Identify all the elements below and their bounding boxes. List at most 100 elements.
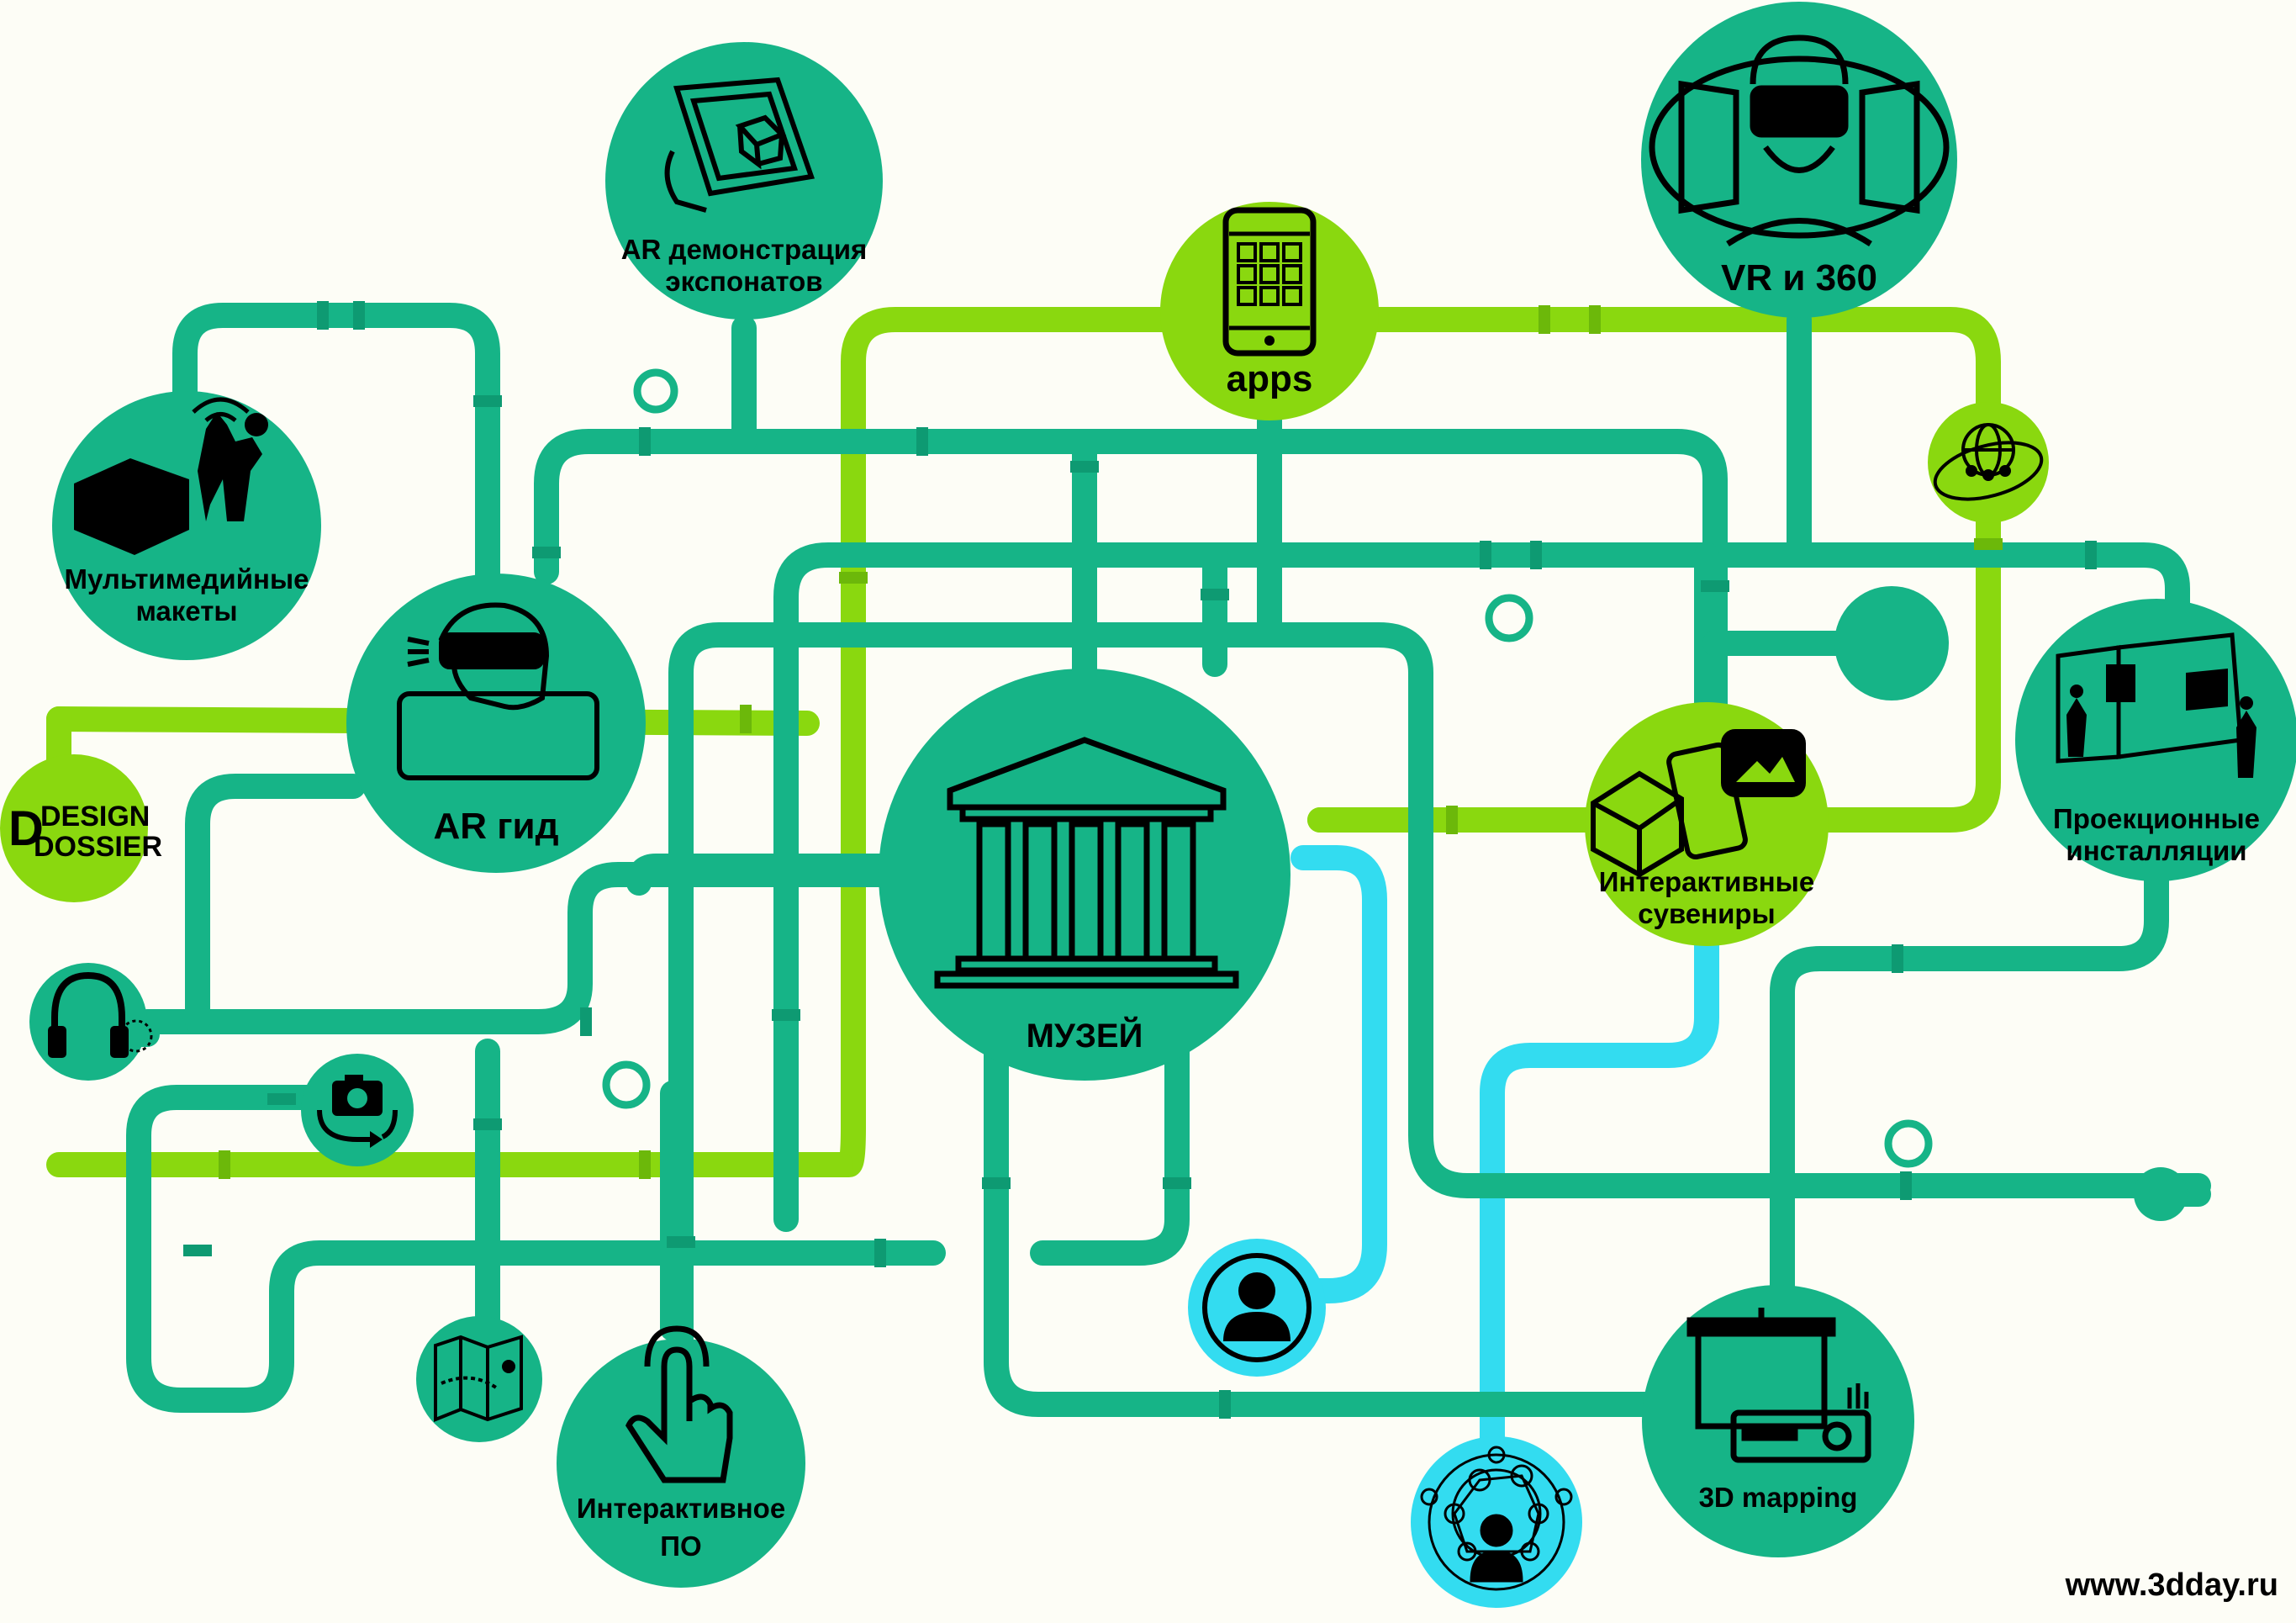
valve-rings bbox=[602, 368, 1933, 1168]
pipe-couplings bbox=[183, 301, 2097, 1419]
coupling bbox=[473, 1118, 502, 1130]
projector-screen-icon bbox=[1686, 1308, 1871, 1463]
blue-pipe-person bbox=[1291, 845, 1387, 1303]
node-souvenirs-line2: сувениры bbox=[1638, 898, 1775, 929]
smartphone-apps-icon bbox=[1222, 207, 1317, 357]
blue-pipe-network bbox=[1480, 921, 1719, 1459]
coupling bbox=[317, 301, 329, 330]
node-design-dossier[interactable]: D DESIGN DOSSIER bbox=[0, 754, 162, 902]
node-ar-guide-label: AR гид bbox=[433, 806, 558, 847]
coupling bbox=[219, 1150, 230, 1179]
node-multimedia-line1: Мультимедийные bbox=[65, 563, 309, 595]
pipe-row-660 bbox=[773, 542, 2190, 1232]
coupling bbox=[740, 705, 752, 733]
coupling bbox=[667, 1236, 695, 1248]
green-couplings bbox=[219, 305, 2003, 1179]
coupling bbox=[1900, 1171, 1912, 1200]
pipe-left-loop bbox=[126, 1085, 946, 1413]
tablet-ar-cube-icon bbox=[664, 77, 815, 213]
coupling bbox=[473, 395, 502, 407]
map-pin-icon bbox=[434, 1335, 523, 1422]
globe-network-icon bbox=[1933, 423, 2044, 501]
camera-rotate-icon bbox=[317, 1075, 398, 1148]
node-mapping-label: 3D mapping bbox=[1699, 1482, 1858, 1513]
node-multimedia[interactable]: Мультимедийные макеты bbox=[52, 391, 321, 660]
coupling bbox=[1201, 589, 1229, 600]
footer-url[interactable]: www.3dday.ru bbox=[2065, 1567, 2278, 1603]
coupling bbox=[183, 1245, 212, 1256]
pipe-ar-exhibits-row bbox=[534, 429, 1728, 719]
coupling bbox=[639, 427, 651, 456]
node-museum[interactable]: МУЗЕЙ bbox=[879, 669, 1291, 1081]
node-apps-label: apps bbox=[1227, 358, 1313, 399]
coupling bbox=[580, 1007, 592, 1036]
node-ar-guide[interactable]: AR гид bbox=[346, 574, 646, 873]
node-projection-line1: Проекционные bbox=[2053, 803, 2260, 834]
node-multimedia-line2: макеты bbox=[135, 595, 237, 626]
node-globe[interactable] bbox=[1928, 402, 2049, 523]
user-network-icon bbox=[1420, 1446, 1573, 1591]
node-ar-exhibits-line1: AR демонстрация bbox=[621, 234, 868, 265]
pipe-museum-bottom-left bbox=[984, 1005, 1673, 1417]
building-model-icon bbox=[74, 397, 268, 555]
coupling bbox=[982, 1177, 1011, 1189]
node-camera[interactable] bbox=[301, 1054, 414, 1166]
coupling bbox=[874, 1239, 886, 1267]
coupling bbox=[1701, 580, 1729, 592]
pipe-museum-bottom-right bbox=[1030, 1009, 1190, 1266]
node-network[interactable] bbox=[1411, 1436, 1582, 1608]
coupling bbox=[1163, 1177, 1191, 1189]
node-apps[interactable]: apps bbox=[1160, 202, 1379, 420]
valve-ring bbox=[1485, 594, 1533, 642]
vr-headset-icon bbox=[1649, 34, 1950, 246]
coupling bbox=[639, 1150, 651, 1179]
coupling bbox=[772, 1009, 800, 1021]
dossier-line2: DOSSIER bbox=[34, 831, 162, 863]
coupling bbox=[1446, 806, 1458, 834]
coupling bbox=[1070, 461, 1099, 473]
node-ar-exhibits-line2: экспонатов bbox=[665, 266, 822, 297]
node-interactive-sw[interactable]: Интерактивное ПО bbox=[557, 1325, 805, 1588]
coupling bbox=[1219, 1390, 1231, 1419]
node-projection[interactable]: Проекционные инсталляции bbox=[2015, 599, 2296, 881]
node-projection-line2: инсталляции bbox=[2066, 835, 2246, 866]
node-souvenirs[interactable]: Интерактивные сувениры bbox=[1585, 702, 1829, 946]
coupling bbox=[916, 427, 928, 456]
touch-hand-icon bbox=[625, 1325, 733, 1483]
pipe-left-row-1200 bbox=[135, 862, 904, 1034]
node-mapping[interactable]: 3D mapping bbox=[1642, 1285, 1914, 1557]
valve-ring bbox=[1884, 1119, 1933, 1168]
node-audio[interactable] bbox=[29, 963, 153, 1081]
teal-pipes bbox=[105, 303, 2211, 1417]
node-museum-label: МУЗЕЙ bbox=[1027, 1016, 1143, 1055]
dossier-line1: DESIGN bbox=[40, 801, 150, 833]
node-interactive-sw-line1: Интерактивное bbox=[577, 1493, 785, 1524]
coupling bbox=[2085, 541, 2097, 569]
design-dossier-logo: D DESIGN DOSSIER bbox=[8, 801, 162, 863]
valve-ring bbox=[602, 1060, 651, 1109]
node-ar-exhibits[interactable]: AR демонстрация экспонатов bbox=[605, 42, 883, 320]
coupling bbox=[1892, 944, 1903, 973]
coupling bbox=[1974, 538, 2003, 550]
node-vr360[interactable]: VR и 360 bbox=[1641, 2, 1957, 318]
pipe-top-multimedia bbox=[172, 303, 500, 727]
pipe-terminal bbox=[1834, 586, 1949, 700]
valve-ring bbox=[633, 368, 678, 414]
pipe-ar-guide-left bbox=[185, 774, 366, 1034]
node-person[interactable] bbox=[1188, 1239, 1326, 1377]
coupling bbox=[1589, 305, 1601, 334]
node-map[interactable] bbox=[416, 1316, 542, 1442]
coupling bbox=[1539, 305, 1550, 334]
pipe-row-750 bbox=[668, 622, 2211, 1358]
ar-glasses-icon bbox=[397, 602, 599, 780]
person-avatar-icon bbox=[1202, 1253, 1312, 1362]
node-vr360-label: VR и 360 bbox=[1721, 257, 1877, 299]
node-souvenirs-line1: Интерактивные bbox=[1599, 866, 1814, 897]
coupling bbox=[353, 301, 365, 330]
pipe-end-cap bbox=[2134, 1167, 2188, 1221]
green-pipe-apps-right bbox=[1307, 307, 2001, 833]
dossier-letter-d: D bbox=[8, 801, 44, 856]
cube-phone-souvenir-icon bbox=[1591, 729, 1806, 878]
coupling bbox=[532, 547, 561, 558]
